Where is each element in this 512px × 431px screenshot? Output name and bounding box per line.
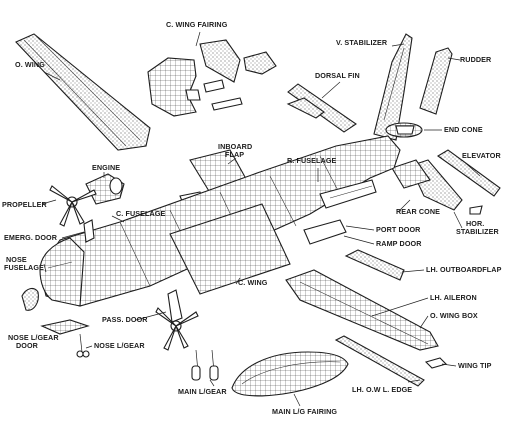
label-emerg-door: EMERG. DOOR [4,233,58,242]
label-o-wing: O. WING [15,60,45,69]
label-lh-outboard-flap: LH. OUTBOARDFLAP [426,265,502,274]
label-nose-fuselage-line2: FUSELAGE [4,263,44,272]
label-inboard-flap-line2: FLAP [225,150,244,159]
nose-lgear-door-part [40,319,90,335]
label-c-wing: C. WING [238,278,268,287]
label-inboard-flap-line1: INBOARD [218,142,252,151]
end-cone-part [385,122,423,138]
nose-lgear-part [76,333,90,358]
passenger-door-part [167,289,183,323]
label-wing-tip: WING TIP [458,361,492,370]
label-c-wing-fairing: C. WING FAIRING [166,20,228,29]
label-r-fuselage: R. FUSELAGE [287,156,337,165]
label-c-fuselage: C. FUSELAGE [116,209,166,218]
label-ramp-door: RAMP DOOR [376,239,422,248]
wing-tip-part [424,357,448,369]
label-main-lg-fairing: MAIN L/G FAIRING [272,407,337,416]
emergency-door-part [83,219,95,243]
label-pass-door: PASS. DOOR [102,315,148,324]
label-main-lgear: MAIN L/GEAR [178,387,227,396]
rear-cone-part [391,159,431,189]
outer-wing-part [15,33,151,151]
dorsal-fin-part [286,83,357,133]
center-wing-fairing-part [147,39,277,117]
center-wing-part [169,203,291,295]
rudder-part [419,47,453,115]
leader-lines [41,31,481,407]
main-lg-fairing-part [231,351,349,397]
nose-fuselage-part [39,237,85,307]
label-engine: ENGINE [92,163,120,172]
label-rudder: RUDDER [460,55,492,64]
ramp-door-part [303,219,347,245]
label-hor-stabilizer-line1: HOR. [466,219,484,228]
part-labels: C. WING FAIRING V. STABILIZER O. WING RU… [2,20,502,416]
propeller-part [49,185,97,227]
label-nose-lgear-door-line1: NOSE L/GEAR [8,333,59,342]
second-propeller-part [155,307,199,351]
label-elevator: ELEVATOR [462,151,501,160]
main-lgear-part [191,349,219,381]
label-nose-lgear-door-line2: DOOR [16,341,39,350]
label-o-wing-box: O. WING BOX [430,311,478,320]
elevator-part [436,149,501,197]
vertical-stabilizer-part [373,33,413,141]
label-dorsal-fin: DORSAL FIN [315,71,360,80]
label-nose-fuselage-line1: NOSE [6,255,27,264]
label-hor-stabilizer-line2: STABILIZER [456,227,499,236]
engine-part [85,173,125,205]
label-end-cone: END CONE [444,125,483,134]
lh-outer-wing-leading-edge-part [334,335,425,387]
label-port-door: PORT DOOR [376,225,421,234]
label-propeller: PROPELLER [2,200,48,209]
label-lh-aileron: LH. AILERON [430,293,477,302]
label-lh-owl-edge: LH. O.W L. EDGE [352,385,412,394]
label-v-stabilizer: V. STABILIZER [336,38,388,47]
label-rear-cone: REAR CONE [396,207,440,216]
outer-wing-box-part [285,269,439,351]
nose-cap-part [21,287,39,311]
lh-outboard-flap-part [344,249,405,281]
label-nose-lgear: NOSE L/GEAR [94,341,145,350]
